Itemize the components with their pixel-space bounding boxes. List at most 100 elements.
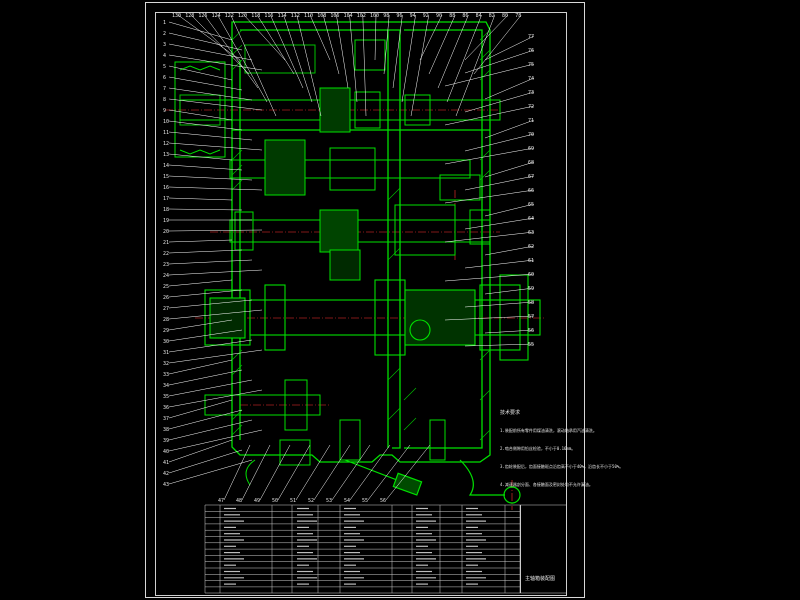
bottom-balloon-label: 54	[344, 498, 350, 504]
leader-line	[277, 444, 311, 501]
title-block	[520, 505, 567, 593]
left-balloon-label: 36	[163, 405, 169, 411]
leader-line	[484, 77, 535, 100]
leader-line	[374, 14, 377, 61]
leader-line	[168, 164, 243, 171]
top-balloon-label: 106	[330, 13, 339, 19]
top-balloon-label: 102	[357, 13, 366, 19]
leader-line	[484, 329, 535, 334]
left-balloon-label: 41	[163, 460, 169, 466]
bottom-balloon-label: 53	[326, 498, 332, 504]
right-balloon-label: 75	[528, 62, 534, 68]
leader-line	[464, 14, 509, 61]
left-balloon-label: 6	[163, 75, 166, 81]
right-balloon-label: 61	[528, 258, 534, 264]
leader-line	[168, 153, 233, 161]
left-balloon-label: 35	[163, 394, 169, 400]
right-balloon-label: 68	[528, 160, 534, 166]
leader-line	[437, 14, 469, 89]
leader-line	[401, 14, 416, 103]
main-spindle	[204, 274, 541, 361]
left-balloon-label: 15	[163, 174, 169, 180]
left-balloon-label: 17	[163, 196, 169, 202]
leader-line	[168, 54, 263, 71]
leader-line	[168, 359, 233, 375]
leader-line	[383, 14, 390, 75]
leader-line	[444, 105, 535, 126]
top-balloon-label: 128	[185, 13, 194, 19]
left-balloon-label: 22	[163, 251, 169, 257]
leader-line	[168, 109, 233, 121]
leader-line	[444, 231, 535, 243]
left-balloon-label: 32	[163, 361, 169, 367]
leader-line	[444, 315, 535, 321]
leader-line	[385, 444, 431, 501]
top-balloon-label: 126	[198, 13, 207, 19]
top-balloon-label: 112	[291, 13, 300, 19]
right-balloon-label: 57	[528, 314, 534, 320]
leader-line	[464, 259, 535, 269]
leader-line	[168, 21, 233, 41]
bottom-balloon-label: 52	[308, 498, 314, 504]
sheet-border	[145, 2, 585, 598]
left-balloon-label: 19	[163, 218, 169, 224]
right-balloon-label: 65	[528, 202, 534, 208]
leader-line	[349, 14, 358, 103]
note-line: 4.减速器剖分面、各接触面及密封处均不允许漏油。	[500, 482, 593, 487]
leader-line	[464, 217, 535, 230]
top-balloon-label: 124	[212, 13, 221, 19]
leader-line	[464, 301, 535, 308]
top-balloon-label: 92	[423, 13, 429, 19]
leader-line	[256, 14, 295, 75]
leader-line	[473, 14, 522, 75]
technical-requirements: 技术要求 1.装配前所有零件用煤油清洗，滚动轴承用汽油清洗。 2.啮合侧隙用铅丝…	[500, 398, 623, 494]
leader-line	[168, 329, 243, 342]
leader-line	[168, 87, 253, 101]
bottom-balloon-label: 49	[254, 498, 260, 504]
right-balloon-label: 73	[528, 90, 534, 96]
leader-line	[455, 14, 496, 117]
leader-line	[270, 14, 304, 89]
left-balloon-label: 10	[163, 119, 169, 125]
bottom-balloon-label: 56	[380, 498, 386, 504]
top-balloon-label: 88	[449, 13, 455, 19]
top-balloon-label: 110	[304, 13, 313, 19]
right-balloon-label: 60	[528, 272, 534, 278]
leader-line	[168, 449, 243, 474]
leader-line	[168, 229, 263, 232]
right-balloon-label: 63	[528, 230, 534, 236]
parts-list-table	[204, 504, 566, 594]
leader-line	[191, 14, 250, 75]
leader-line	[295, 444, 331, 501]
leader-line	[168, 175, 253, 181]
leader-line	[444, 273, 535, 282]
left-balloon-label: 42	[163, 471, 169, 477]
title-block-name: 主轴箱装配图	[525, 576, 556, 582]
leader-line	[168, 379, 253, 397]
left-balloon-label: 27	[163, 306, 169, 312]
left-balloon-label: 30	[163, 339, 169, 345]
left-balloon-label: 33	[163, 372, 169, 378]
left-balloon-label: 2	[163, 31, 166, 37]
left-balloon-label: 39	[163, 438, 169, 444]
leader-line	[168, 239, 233, 243]
right-balloon-label: 69	[528, 146, 534, 152]
shift-lever-handle	[344, 459, 521, 504]
right-balloon-label: 76	[528, 48, 534, 54]
leader-line	[168, 98, 263, 111]
leader-line	[168, 459, 253, 485]
left-balloon-label: 43	[163, 482, 169, 488]
left-balloon-label: 3	[163, 42, 166, 48]
bottom-balloon-label: 48	[236, 498, 242, 504]
leader-line	[464, 91, 535, 113]
leader-line	[331, 444, 371, 501]
gearbox-housing	[231, 21, 491, 463]
leader-line	[243, 14, 286, 61]
left-balloon-label: 9	[163, 108, 166, 114]
leader-line	[168, 131, 253, 141]
leader-line	[322, 14, 340, 75]
leader-line	[446, 14, 482, 103]
leader-line	[168, 197, 233, 201]
top-balloon-label: 104	[344, 13, 353, 19]
right-balloon-label: 58	[528, 300, 534, 306]
